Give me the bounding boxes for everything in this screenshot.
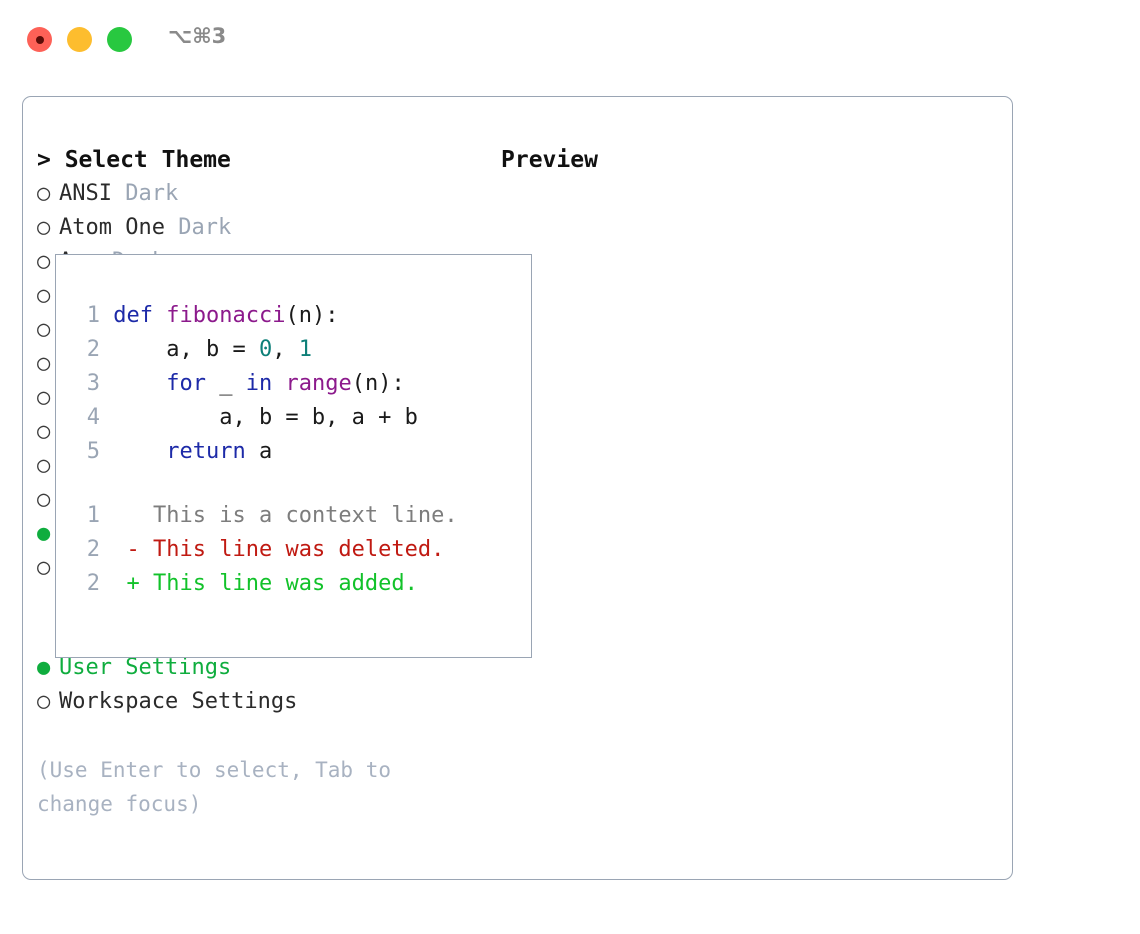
title-bar: ⌥⌘3 xyxy=(0,0,1140,78)
radio-unselected-icon: ○ xyxy=(37,689,51,714)
maximize-window-button[interactable] xyxy=(107,27,132,52)
radio-unselected-icon: ○ xyxy=(37,181,51,206)
code-line: 5 return a xyxy=(74,435,524,469)
diff-text: This line was added. xyxy=(153,571,418,596)
radio-selected-icon: ● xyxy=(37,655,51,680)
recording-indicator-icon xyxy=(35,35,44,44)
code-token: fibonacci xyxy=(166,303,286,328)
radio-unselected-icon: ○ xyxy=(37,487,51,512)
code-line: 4 a, b = b, a + b xyxy=(74,401,524,435)
code-token: (n): xyxy=(285,303,339,328)
diff-marker: - xyxy=(126,537,153,562)
diff-line: 2 + This line was added. xyxy=(74,567,524,601)
line-number: 2 xyxy=(86,337,100,362)
line-number: 2 xyxy=(86,571,100,596)
apply-to-options-list: ● User Settings ○ Workspace Settings xyxy=(37,651,477,719)
apply-to-option-workspace-settings[interactable]: ○ Workspace Settings xyxy=(37,685,477,719)
theme-option-ansi[interactable]: ○ ANSI Dark xyxy=(37,177,477,211)
radio-unselected-icon: ○ xyxy=(37,317,51,342)
diff-text: This line was deleted. xyxy=(153,537,445,562)
code-token: range xyxy=(285,371,352,396)
radio-unselected-icon: ○ xyxy=(37,453,51,478)
theme-variant-badge: Dark xyxy=(125,181,179,206)
apply-to-option-label: Workspace Settings xyxy=(59,689,298,714)
code-token: _ xyxy=(205,371,246,396)
code-token: 0 xyxy=(258,337,273,362)
line-number: 4 xyxy=(86,405,100,430)
line-number: 2 xyxy=(86,537,100,562)
line-number: 3 xyxy=(86,371,100,396)
line-number: 1 xyxy=(86,503,100,528)
code-line: 2 a, b = 0, 1 xyxy=(74,333,524,367)
radio-unselected-icon: ○ xyxy=(37,283,51,308)
keyboard-shortcut-label: ⌥⌘3 xyxy=(168,24,227,48)
diff-marker: + xyxy=(126,571,153,596)
radio-unselected-icon: ○ xyxy=(37,555,51,580)
code-token: (n): xyxy=(351,371,405,396)
code-line: 1 def fibonacci(n): xyxy=(74,299,524,333)
keyboard-hint-text: (Use Enter to select, Tab to change focu… xyxy=(37,758,404,816)
radio-unselected-icon: ○ xyxy=(37,215,51,240)
radio-selected-icon: ● xyxy=(37,521,51,546)
line-number: 5 xyxy=(86,439,100,464)
code-token: def xyxy=(113,303,167,328)
preview-divider-space xyxy=(74,469,524,499)
code-token: , xyxy=(272,337,299,362)
line-number: 1 xyxy=(86,303,100,328)
code-token: a, b = xyxy=(113,337,259,362)
theme-option-label: Atom One xyxy=(59,215,165,240)
minimize-window-button[interactable] xyxy=(67,27,92,52)
code-token xyxy=(272,371,285,396)
radio-unselected-icon: ○ xyxy=(37,385,51,410)
spacer xyxy=(37,719,477,753)
theme-variant-badge: Dark xyxy=(178,215,232,240)
theme-option-label: ANSI xyxy=(59,181,112,206)
apply-to-option-user-settings[interactable]: ● User Settings xyxy=(37,651,477,685)
code-line: 3 for _ in range(n): xyxy=(74,367,524,401)
diff-text: This is a context line. xyxy=(153,503,458,528)
diff-line: 1 This is a context line. xyxy=(74,499,524,533)
diff-marker xyxy=(127,503,154,528)
preview-column: Preview xyxy=(501,143,1001,177)
preview-header: Preview xyxy=(501,147,598,173)
diff-line: 2 - This line was deleted. xyxy=(74,533,524,567)
code-token: for xyxy=(166,371,206,396)
code-token: a, b = b, a + b xyxy=(113,405,418,430)
close-window-button[interactable] xyxy=(27,27,52,52)
radio-unselected-icon: ○ xyxy=(37,249,51,274)
code-token xyxy=(113,439,166,464)
code-token: 1 xyxy=(298,337,312,362)
radio-unselected-icon: ○ xyxy=(37,419,51,444)
code-token: return xyxy=(166,439,246,464)
apply-to-option-label: User Settings xyxy=(59,655,232,680)
code-token xyxy=(113,371,166,396)
theme-option-atom-one[interactable]: ○ Atom One Dark xyxy=(37,211,477,245)
theme-selector-panel: > Select Theme ○ANSI Dark○Atom One Dark○… xyxy=(22,96,1013,880)
select-theme-header: > Select Theme xyxy=(37,147,231,173)
code-token: a xyxy=(245,439,273,464)
radio-unselected-icon: ○ xyxy=(37,351,51,376)
code-token: in xyxy=(245,371,273,396)
